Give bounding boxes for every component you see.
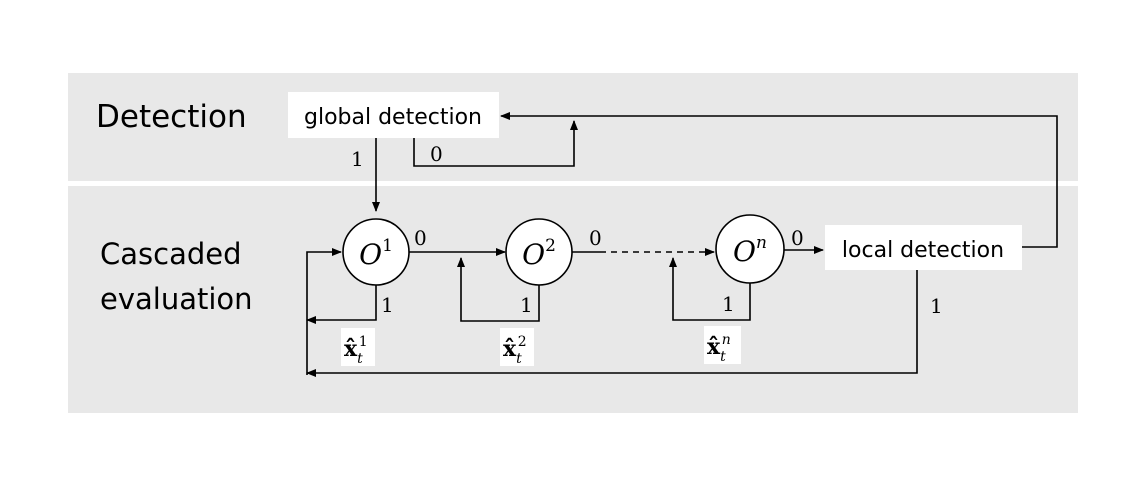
- estimate-2-label: x̂t2: [503, 334, 527, 367]
- cascaded-band: [68, 186, 1078, 413]
- edge-global-loop: [413, 120, 578, 167]
- cascaded-section-label-line2: evaluation: [100, 282, 253, 316]
- edge-label-o1-zero: 0: [414, 226, 427, 250]
- edge-label-global-to-o1: 1: [351, 147, 364, 171]
- estimate-n-label: x̂tn: [707, 332, 731, 365]
- edge-label-o1-one: 1: [381, 293, 394, 317]
- edge-o1-feedback: [306, 248, 342, 375]
- global-detection-box: [288, 92, 499, 138]
- estimate-2-box: [500, 328, 534, 366]
- edge-label-o2-zero: 0: [589, 226, 602, 250]
- edge-local-to-global: [500, 112, 1058, 248]
- local-detection-label: local detection: [842, 238, 1004, 263]
- edge-o2-one: [457, 257, 540, 322]
- detection-section-label: Detection: [96, 99, 247, 135]
- node-o2-label: O2: [522, 236, 556, 271]
- edge-label-global-loop: 0: [430, 142, 443, 166]
- edge-local-one: [306, 270, 918, 377]
- node-o1-label: O1: [359, 236, 393, 271]
- edge-label-on-one: 1: [722, 292, 735, 316]
- local-detection-box: [825, 225, 1022, 270]
- estimate-n-box: [704, 326, 741, 364]
- edge-on-one: [669, 257, 751, 321]
- edge-label-o2-one: 1: [520, 293, 533, 317]
- edge-o1-one: [306, 285, 377, 324]
- edge-label-local-one: 1: [930, 294, 943, 318]
- estimate-1-label: x̂t1: [344, 334, 368, 367]
- edge-label-on-zero: 0: [791, 226, 804, 250]
- node-on-label: On: [733, 233, 767, 268]
- estimate-1-box: [341, 328, 375, 366]
- cascaded-section-label-line1: Cascaded: [100, 237, 242, 271]
- global-detection-label: global detection: [304, 105, 482, 130]
